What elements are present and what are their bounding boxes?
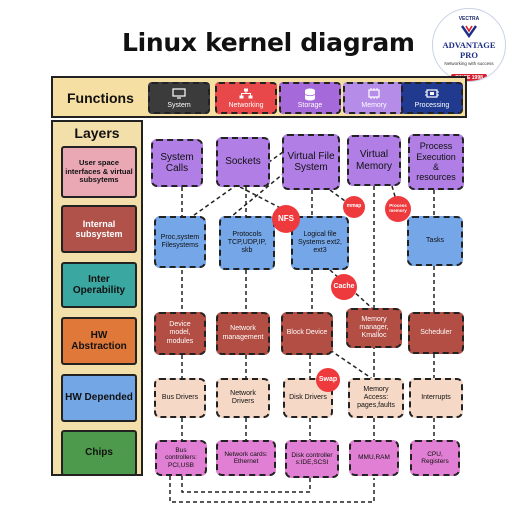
node-tasks: Tasks <box>407 216 463 266</box>
node-proc-filesystems: Proc,system Filesystems <box>154 216 206 268</box>
memory-chip-icon <box>368 88 380 99</box>
node-virtual-file-system: Virtual File System <box>282 134 340 190</box>
node-memory-manager: Memory manager, Kmalloc <box>346 308 402 348</box>
marker-process-memory: Process memory <box>385 196 411 222</box>
function-label: Networking <box>228 102 264 109</box>
node-block-device: Block Device <box>281 312 333 355</box>
logo-mark-icon <box>461 25 477 38</box>
node-system-calls: System Calls <box>151 139 203 187</box>
node-protocols: Protocols TCP,UDP,IP, skb <box>219 216 275 270</box>
layer-hw-abstraction: HW Abstraction <box>61 317 137 365</box>
function-system: System <box>148 82 210 114</box>
layers-column: Layers User space interfaces & virtual s… <box>51 120 143 476</box>
node-scheduler: Scheduler <box>408 312 464 354</box>
function-label: System <box>167 102 191 109</box>
logo-tagline: Networking with success <box>444 61 494 66</box>
function-processing: Processing <box>401 82 463 114</box>
layer-internal-subsystem: Internal subsystem <box>61 205 137 253</box>
node-network-cards: Network cards: Ethernet <box>216 440 276 476</box>
layer-user-space: User space interfaces & virtual subsytem… <box>61 146 137 198</box>
function-networking: Networking <box>215 82 277 114</box>
function-storage: Storage <box>279 82 341 114</box>
monitor-icon <box>172 88 186 99</box>
node-mmu-ram: MMU,RAM <box>349 440 399 476</box>
network-icon <box>239 88 253 99</box>
layer-inter-operability: Inter Operability <box>61 262 137 308</box>
layer-hw-depended: HW Depended <box>61 374 137 422</box>
layer-chips: Chips <box>61 430 137 476</box>
node-memory-access: Memory Access: pages,faults <box>348 378 404 418</box>
node-process-execution: Process Execution & resources <box>408 134 464 190</box>
functions-bar: Functions System Networking Storage Memo… <box>51 76 467 118</box>
logo-brand: ADVANTAGE PRO <box>442 40 496 60</box>
node-virtual-memory: Virtual Memory <box>347 135 401 186</box>
database-icon <box>304 88 316 101</box>
node-network-drivers: Network Drivers <box>216 378 270 418</box>
node-bus-controllers: Bus controllers: PCI,USB <box>155 440 207 476</box>
node-logical-file-systems: Logical file Systems ext2, ext3 <box>291 216 349 270</box>
node-bus-drivers: Bus Drivers <box>154 378 206 418</box>
node-network-management: Network management <box>216 312 270 355</box>
marker-cache: Cache <box>331 274 357 300</box>
node-disk-controllers: Disk controller s:IDE,SCSI <box>285 440 339 478</box>
processor-icon <box>425 89 439 98</box>
marker-swap: Swap <box>316 368 340 392</box>
marker-mmap: mmap <box>343 196 365 218</box>
function-label: Processing <box>414 102 450 109</box>
logo-top-text: VECTRA <box>458 16 480 22</box>
node-interrupts: Interrupts <box>409 378 463 418</box>
layers-label: Layers <box>74 125 120 141</box>
node-device-model: Device model, modules <box>154 312 206 355</box>
node-cpu-registers: CPU, Registers <box>410 440 460 476</box>
brand-logo: VECTRA ADVANTAGE PRO Networking with suc… <box>432 8 506 82</box>
logo-since: SINCE 1998 <box>451 74 487 81</box>
marker-nfs: NFS <box>272 205 300 233</box>
function-label: Storage <box>297 102 323 109</box>
function-label: Memory <box>361 102 387 109</box>
node-sockets: Sockets <box>216 137 270 187</box>
page-title: Linux kernel diagram <box>122 28 415 57</box>
functions-label: Functions <box>67 90 134 106</box>
